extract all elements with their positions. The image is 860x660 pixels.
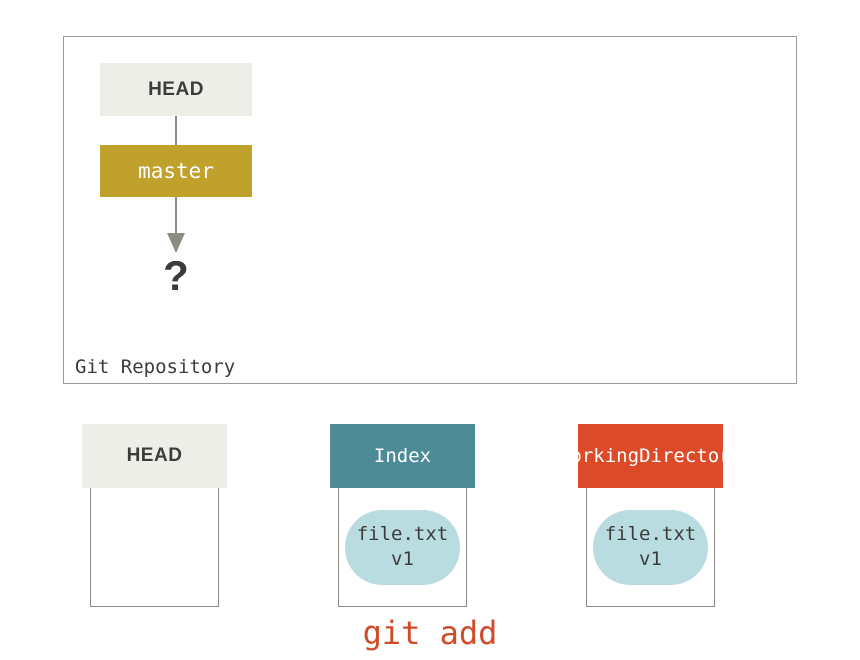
column-index-body: file.txt v1: [338, 488, 467, 607]
column-working-directory-title-line2: Directory: [639, 445, 743, 467]
file-blob-index-version: v1: [391, 548, 414, 570]
file-blob-working-name: file.txt: [604, 523, 697, 545]
repo-unknown-commit-marker: ?: [163, 252, 189, 299]
git-repository-label: Git Repository: [75, 356, 236, 378]
column-working-directory-body: file.txt v1: [586, 488, 715, 607]
column-head-title: HEAD: [126, 445, 183, 466]
column-head-header: HEAD: [82, 424, 227, 488]
repo-head-label: HEAD: [148, 78, 204, 100]
repo-master-label: master: [138, 159, 214, 183]
column-index-header: Index: [330, 424, 475, 488]
file-blob-working-version: v1: [639, 548, 662, 570]
column-index-title: Index: [373, 445, 432, 467]
column-head-body: [90, 488, 219, 607]
repo-master-branch-box: master: [100, 145, 252, 197]
file-blob-index: file.txt v1: [345, 509, 460, 585]
column-working-directory-header: Working Directory: [559, 424, 742, 488]
repo-head-box: HEAD: [100, 63, 252, 116]
file-blob-index-name: file.txt: [356, 523, 449, 545]
head-to-master-connector: [175, 116, 177, 145]
command-caption: git add: [362, 614, 498, 652]
column-working-directory-title-line1: Working: [558, 445, 640, 467]
file-blob-working: file.txt v1: [593, 509, 708, 585]
master-down-arrow-icon: [167, 197, 185, 253]
